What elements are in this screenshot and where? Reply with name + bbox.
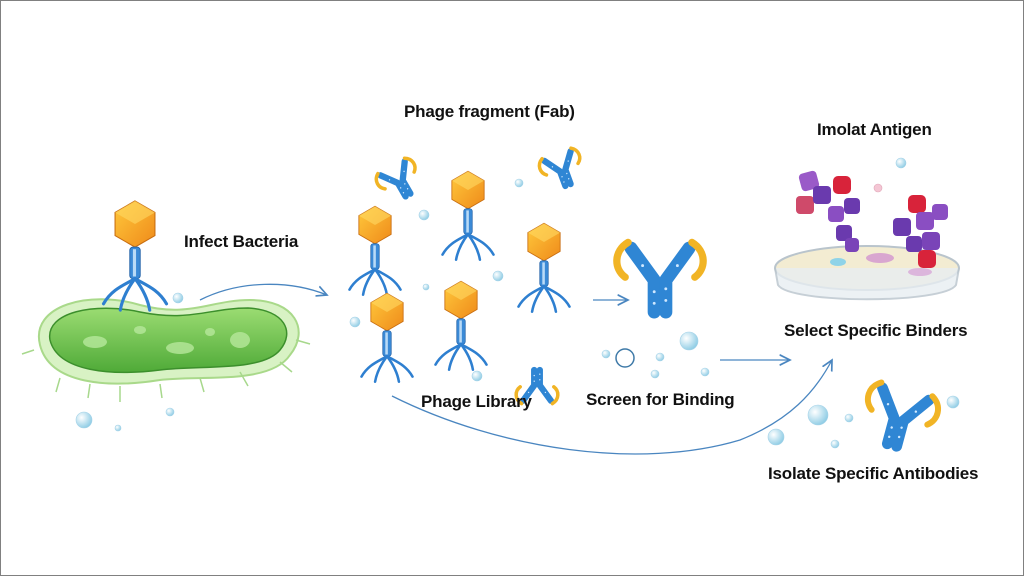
label-select-binders: Select Specific Binders [784, 321, 968, 340]
bacterium-icon [21, 298, 311, 402]
isolated-antibody-icon [857, 380, 941, 454]
phage-library-icon [348, 146, 588, 403]
bubbles-decoration [75, 157, 960, 449]
label-isolate-antibodies: Isolate Specific Antibodies [768, 464, 979, 483]
label-antigen: Imolat Antigen [817, 120, 932, 139]
label-phage-fragment: Phage fragment (Fab) [404, 102, 575, 121]
label-infect-bacteria: Infect Bacteria [184, 232, 299, 251]
antigen-cluster-icon [796, 170, 948, 268]
arrow-library-to-select-curve [391, 360, 832, 455]
label-screen-for-binding: Screen for Binding [586, 390, 735, 409]
petri-dish-icon [774, 245, 960, 301]
arrow-infect-to-library [199, 283, 327, 301]
antibody-icon [617, 242, 703, 312]
infecting-phage-icon [101, 199, 169, 312]
label-phage-library: Phage Library [421, 392, 532, 411]
